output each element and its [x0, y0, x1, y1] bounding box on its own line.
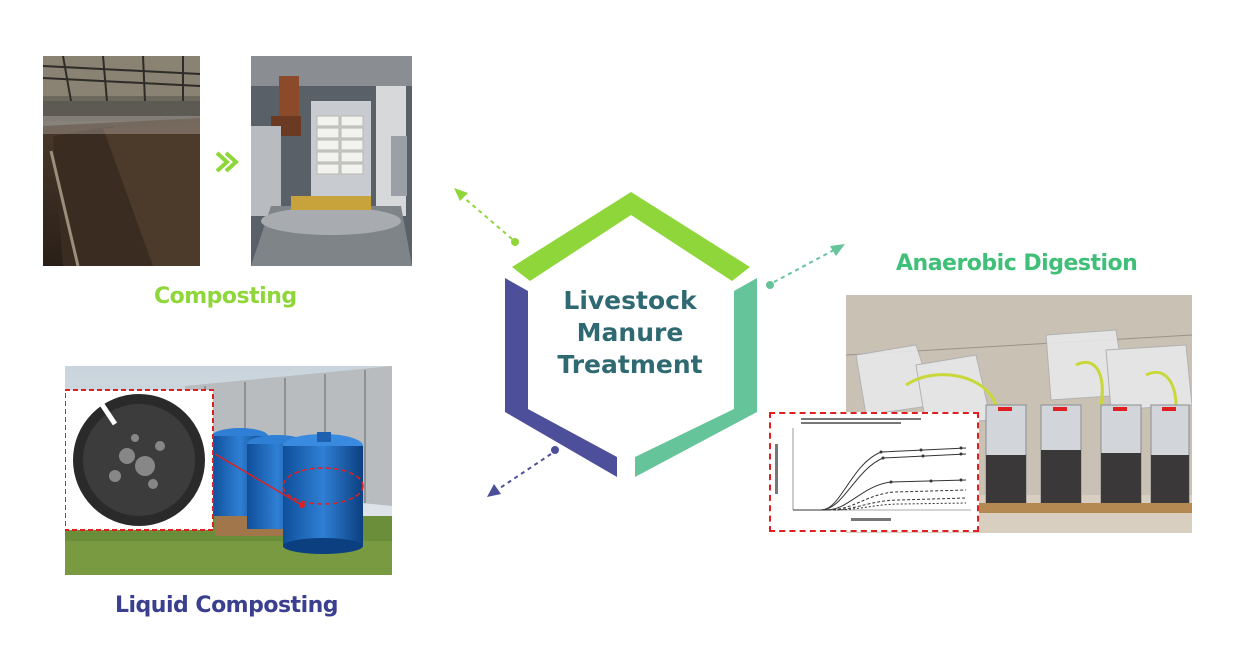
composting-windrow-photo	[43, 56, 200, 266]
arrow-to-liquid-composting	[487, 446, 559, 497]
double-chevron-right-icon	[214, 150, 240, 174]
arrow-to-anaerobic-digestion	[766, 244, 845, 289]
hexagon-left-segment	[505, 278, 617, 477]
composting-label: Composting	[154, 284, 297, 309]
hexagon-top-segment	[512, 192, 750, 281]
center-title-line-2: Manure	[576, 318, 684, 347]
center-title: Livestock Manure Treatment	[520, 285, 740, 381]
arrow-to-composting	[454, 188, 519, 246]
liquid-composting-label: Liquid Composting	[115, 593, 339, 618]
composting-bagging-facility-photo	[251, 56, 412, 266]
center-title-line-1: Livestock	[563, 286, 697, 315]
center-title-line-3: Treatment	[557, 350, 703, 379]
hexagon-right-segment	[635, 278, 757, 477]
anaerobic-digestion-label: Anaerobic Digestion	[896, 251, 1138, 276]
liquid-composting-tanks-photo	[65, 366, 392, 575]
methane-production-chart-inset	[769, 412, 979, 532]
